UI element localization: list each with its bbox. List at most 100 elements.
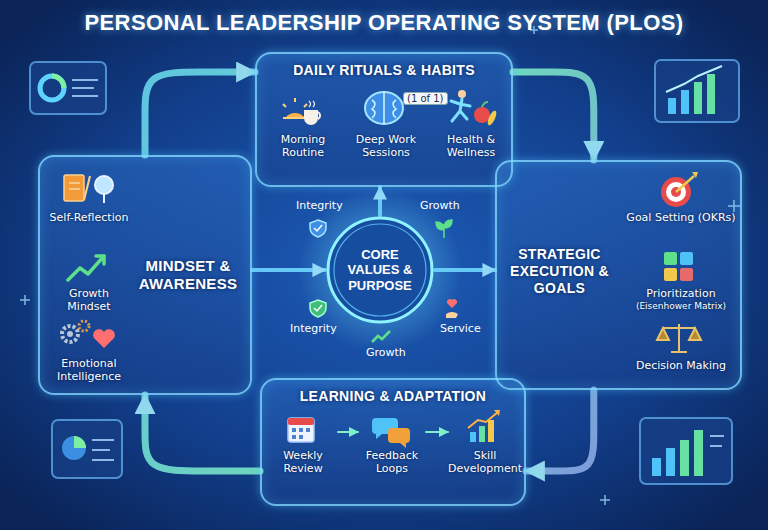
cycle-arrow <box>526 390 594 471</box>
skill-chart-icon <box>494 410 500 416</box>
section-heading: STRATEGIC EXECUTION & GOALS <box>507 246 612 296</box>
section-heading: MINDSET & AWARENESS <box>134 257 242 293</box>
cycle-arrow <box>513 72 594 160</box>
label-box: (1 of 1) <box>403 92 448 105</box>
learning-item: Skill Development <box>448 414 522 475</box>
flow-arrow <box>378 187 382 215</box>
sunrise-icon <box>283 104 286 107</box>
values-icon <box>310 220 326 237</box>
corner-widget <box>710 435 724 437</box>
matrix-icon <box>664 252 693 281</box>
calendar-icon <box>288 418 314 442</box>
item-label: Feedback Loops <box>358 450 426 475</box>
corner-widget <box>681 90 689 114</box>
sunrise-icon <box>304 110 318 125</box>
brain-icon <box>365 92 403 124</box>
item-label: Growth Mindset <box>46 288 132 313</box>
label-box: Service <box>440 322 481 335</box>
title-bar: PERSONAL LEADERSHIP OPERATING SYSTEM (PL… <box>0 10 768 36</box>
journal-icon <box>69 183 80 184</box>
sunrise-icon <box>318 112 320 119</box>
gears-heart-icon <box>62 321 115 348</box>
step-arrow <box>426 431 448 433</box>
sunrise-icon <box>283 98 320 125</box>
wellness-icon <box>482 102 488 107</box>
corner-widget <box>52 420 122 478</box>
values-icon <box>446 312 458 318</box>
sparkle <box>24 295 26 305</box>
item-label: Prioritization <box>622 288 740 301</box>
item-label: Decision Making <box>622 360 740 373</box>
panel-fill <box>38 52 742 506</box>
value-label: Growth <box>420 199 460 212</box>
scale-icon <box>657 328 701 340</box>
journal-icon <box>69 189 80 190</box>
skill-chart-icon <box>468 412 498 428</box>
sunrise-icon <box>309 101 315 107</box>
sparkle <box>604 495 606 505</box>
corner-widget <box>52 76 64 88</box>
habits-panel: DAILY RITUALS & HABITSMorning RoutineDee… <box>255 52 513 187</box>
corner-widget <box>652 458 661 476</box>
calendar-icon <box>292 428 296 432</box>
calendar-icon <box>288 418 314 442</box>
wellness-icon <box>458 90 466 98</box>
item-sublabel: (Eisenhower Matrix) <box>622 301 740 311</box>
corner-widget <box>72 95 98 97</box>
panel-fill <box>38 155 252 395</box>
item-label: Goal Setting (OKRs) <box>622 212 740 225</box>
corner-widget <box>680 440 689 476</box>
item-label: Skill Development <box>448 450 522 475</box>
wellness-icon <box>451 90 498 127</box>
speech-bubbles-icon <box>388 428 410 448</box>
corner-widget <box>668 98 676 114</box>
calendar-icon <box>299 428 303 432</box>
corner-widget <box>92 459 114 461</box>
core-circle-shape <box>328 218 432 322</box>
corner-widget <box>72 87 94 89</box>
corner-widget <box>710 445 722 447</box>
mindset-item: Emotional Intelligence <box>46 320 132 383</box>
core-circle: CORE VALUES & PURPOSE <box>325 215 435 325</box>
values-icon <box>436 220 452 238</box>
journal-icon <box>103 194 105 203</box>
values-icon <box>314 225 322 231</box>
strategy-item: Decision Making <box>622 320 740 373</box>
corner-widget <box>666 448 675 476</box>
target-icon <box>676 176 694 192</box>
cycle-arrow <box>145 395 260 471</box>
gears-heart-icon <box>67 331 73 337</box>
skill-chart-icon <box>479 426 485 442</box>
cycle-arrow <box>145 72 255 155</box>
matrix-icon <box>680 252 693 265</box>
sunrise-icon <box>283 98 307 107</box>
sunrise-icon <box>304 104 307 107</box>
corner-widget <box>655 60 739 122</box>
corner-widget <box>694 430 703 476</box>
value-label: Integrity <box>290 322 337 335</box>
value-label: Growth <box>366 346 406 359</box>
scale-icon <box>657 324 701 352</box>
section-heading: CORE VALUES & PURPOSE <box>338 247 422 294</box>
growth-arrow-icon <box>96 256 104 264</box>
item-label: Self-Reflection <box>46 212 132 225</box>
journal-icon <box>84 176 90 200</box>
item-label: Emotional Intelligence <box>46 358 132 383</box>
strategy-item: Goal Setting (OKRs) <box>622 172 740 225</box>
label-box: Growth <box>420 199 460 212</box>
journal-icon <box>95 176 113 194</box>
corner-widget <box>30 62 106 114</box>
panel-fill <box>495 160 742 390</box>
scale-icon <box>671 351 687 353</box>
label-box: Growth <box>366 346 406 359</box>
gears-heart-icon <box>62 326 78 342</box>
learning-item: Feedback Loops <box>358 414 426 475</box>
calendar-icon <box>288 418 314 425</box>
growth-arrow-icon <box>68 256 104 280</box>
page-tag: (1 of 1) <box>403 92 448 105</box>
core-circle-ring <box>334 224 426 316</box>
learning-item: Weekly Review <box>268 414 338 475</box>
panel-fill <box>260 378 526 506</box>
calendar-icon <box>306 428 310 432</box>
